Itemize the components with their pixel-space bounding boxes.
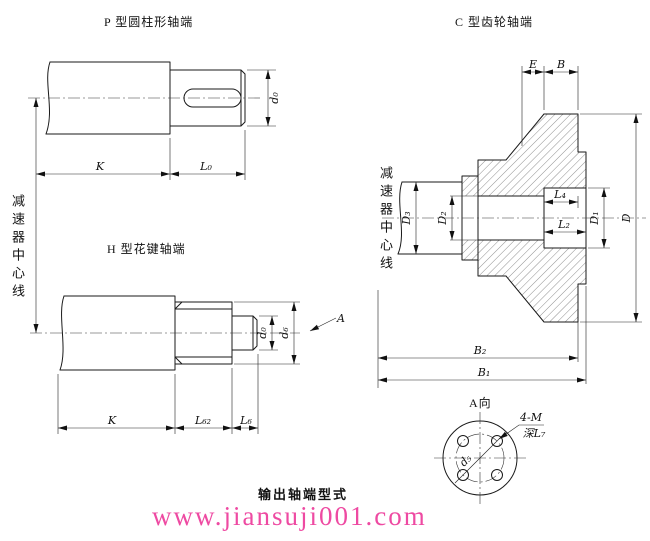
p-type-title: P 型圆柱形轴端: [104, 15, 194, 29]
view-a-arrow: [309, 317, 337, 332]
bolt-hole: [457, 469, 469, 481]
h-type-title: H 型花键轴端: [107, 242, 186, 256]
reducer-centerline-text-right: 减速器中心线: [378, 166, 393, 274]
c-type-title: C 型齿轮轴端: [455, 15, 534, 29]
dim-c-l4: L₄: [553, 188, 566, 201]
dim-p-k: K: [95, 160, 105, 173]
dim-c-d: D: [620, 213, 633, 223]
dim-h-k: K: [107, 414, 117, 427]
dim-c-b1: B₁: [477, 366, 491, 379]
footer-title: 输出轴端型式: [258, 487, 349, 502]
c-dimensions: E B D₃ D₂ D₁ D L₄ L₂ B₂ B₁: [377, 58, 642, 388]
dim-c-l2: L₂: [557, 218, 570, 231]
view-a-letter: A: [336, 312, 345, 325]
dim-c-e: E: [528, 58, 537, 71]
tap-hole-leader: [498, 424, 544, 440]
dim-h-d0: d₀: [256, 327, 269, 339]
dim-c-d3: D₃: [400, 211, 413, 225]
p-dimensions: K L₀ d₀: [36, 69, 281, 180]
dim-h-d6: d₆: [278, 327, 291, 339]
dim-p-l0: L₀: [199, 160, 212, 173]
c-gear-section: [382, 113, 646, 323]
dim-c-d2: D₂: [436, 211, 449, 225]
h-shaft-outline: [30, 295, 300, 371]
dim-h-l6: L₆: [239, 414, 252, 427]
watermark: www.jiansuji001.com: [152, 501, 427, 531]
bolt-hole: [491, 469, 503, 481]
dim-c-b: B: [556, 58, 565, 71]
dim-p-d0: d₀: [268, 92, 281, 104]
tap-spec: 4-M: [519, 411, 543, 424]
h-dimensions: K L₆₂ L₆ d₀ d₆ A: [57, 301, 345, 434]
view-a-drawing: d₅ 4-M 深L₇: [434, 411, 546, 504]
p-shaft-outline: [28, 61, 262, 135]
view-a-title: A向: [469, 396, 492, 410]
bolt-hole: [491, 435, 503, 447]
dim-a-d5: d₅: [457, 451, 475, 469]
dim-c-b2: B₂: [473, 344, 487, 357]
tap-depth: 深L₇: [523, 427, 546, 440]
dim-c-d1: D₁: [588, 211, 601, 225]
bolt-hole: [457, 435, 469, 447]
dim-h-l62: L₆₂: [194, 414, 211, 427]
reducer-centerline-text-left: 减速器中心线: [10, 194, 25, 302]
